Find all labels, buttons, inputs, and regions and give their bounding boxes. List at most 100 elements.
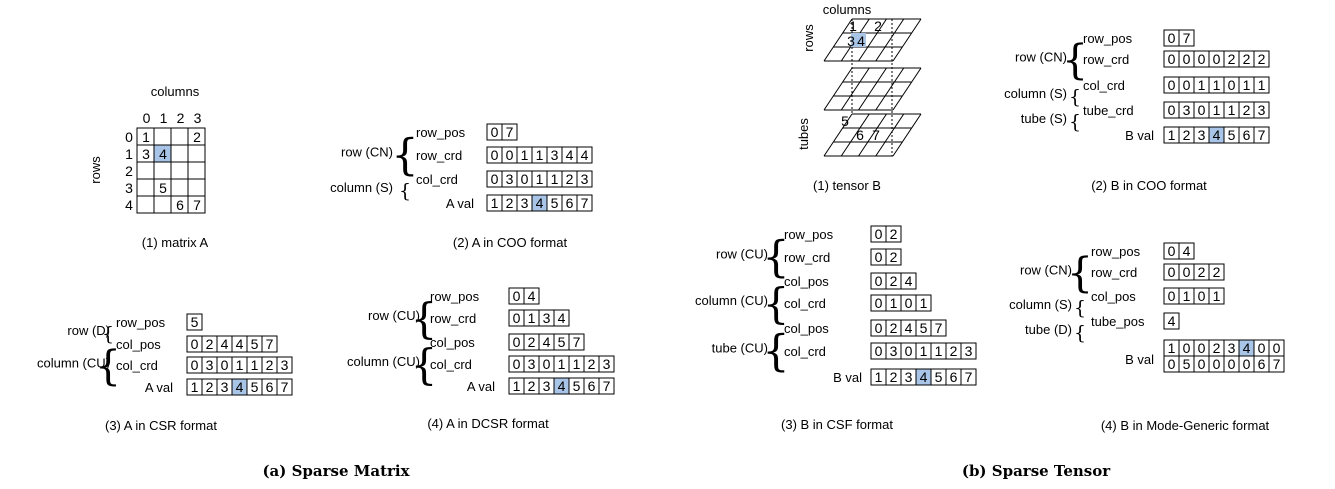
fmt-b-mg-array-value: 0: [1183, 264, 1191, 280]
fmt-b-csf-brace-icon: {: [762, 233, 789, 283]
fmt-a-dcsr-array-value: 1: [528, 310, 536, 326]
fmt-b-csf-array-label: col_pos: [784, 321, 829, 336]
fmt-b-csf-array-cell: [930, 319, 947, 337]
fmt-b-mg-array-value: 0: [1168, 243, 1176, 259]
fmt-b-coo-array-value: 1: [1198, 77, 1206, 93]
fmt-b-coo-level-name: row (CN): [1015, 50, 1067, 65]
fmt-b-csf-array-value: 7: [935, 320, 943, 336]
fmt-b-mg-array-cell: [1208, 287, 1225, 305]
fmt-a-dcsr-array-value: 4: [558, 310, 566, 326]
matrix-value: 5: [159, 180, 167, 196]
fmt-b-csf-array-value: 4: [905, 320, 913, 336]
fmt-a-dcsr-array-value: 3: [528, 356, 536, 372]
fmt-a-coo-val-value: 5: [551, 195, 559, 211]
matrix-col-index: 2: [177, 110, 185, 126]
tensor-bottom-slice-col-line: [823, 113, 853, 157]
fmt-b-mg-level-name: row (CN): [1020, 263, 1072, 278]
fmt-b-csf-array-label: col_pos: [784, 274, 829, 289]
fmt-b-csf-array-value: 3: [965, 343, 973, 359]
fmt-a-dcsr-array-cell: [553, 309, 570, 327]
matrix-cell: [153, 127, 172, 146]
fmt-b-csf-level-name: row (CU): [716, 247, 768, 262]
matrix-cell: [170, 127, 189, 146]
matrix-row-index: 2: [125, 163, 133, 179]
fmt-b-csf-val-value: 3: [905, 369, 913, 385]
fmt-a-dcsr-array-label: col_pos: [430, 335, 475, 350]
fmt-b-csf-level-name: tube (CU): [712, 341, 768, 356]
matrix-row-index: 1: [125, 146, 133, 162]
fmt-b-csf-array-label: col_crd: [784, 344, 826, 359]
fmt-b-csf-array-cell: [915, 294, 932, 312]
fmt-b-csf-array-value: 0: [875, 273, 883, 289]
fmt-a-csr-val-label: A val: [145, 380, 173, 395]
fmt-a-coo-brace-icon: {: [391, 131, 418, 181]
matrix-value: 3: [142, 146, 150, 162]
fmt-a-coo-level-name: column (S): [330, 180, 393, 195]
matrix-col-index: 1: [160, 110, 168, 126]
fmt-b-csf-array-value: 0: [905, 343, 913, 359]
fmt-b-csf-array-value: 0: [875, 295, 883, 311]
fmt-a-csr-array-value: 1: [236, 357, 244, 373]
fmt-b-coo-array-value: 2: [1243, 102, 1251, 118]
fmt-b-coo-array-value: 0: [1168, 102, 1176, 118]
matrix-value: 4: [159, 146, 167, 162]
fmt-a-dcsr-array-value: 4: [543, 334, 551, 350]
fmt-b-coo-array-value: 3: [1258, 102, 1266, 118]
fmt-b-coo-array-cell: [1253, 50, 1270, 68]
fmt-b-coo-val-value: 1: [1168, 127, 1176, 143]
fmt-a-csr-array-label: row_pos: [116, 315, 166, 330]
fmt-a-coo-array-value: 1: [536, 171, 544, 187]
fmt-b-csf-array-value: 0: [905, 295, 913, 311]
fmt-a-dcsr-array-value: 1: [573, 356, 581, 372]
fmt-a-coo-array-value: 0: [491, 147, 499, 163]
fmt-a-dcsr-array-value: 0: [513, 334, 521, 350]
fmt-b-mg-val-row-value: 0: [1198, 356, 1206, 372]
fmt-a-dcsr-array-value: 0: [543, 356, 551, 372]
fmt-b-coo-array-value: 2: [1228, 51, 1236, 67]
fmt-a-dcsr-array-value: 0: [513, 288, 521, 304]
fmt-b-mg-array-label: tube_pos: [1091, 314, 1145, 329]
fmt-a-csr-val-value: 6: [266, 379, 274, 395]
fmt-b-csf-val-value: 5: [935, 369, 943, 385]
fmt-a-dcsr-val-value: 6: [588, 378, 596, 394]
fmt-b-mg-val-row-value: 4: [1243, 340, 1251, 356]
fmt-a-csr-array-value: 5: [191, 314, 199, 330]
matrix-cell: [153, 195, 172, 214]
matrix-col-index: 0: [143, 110, 151, 126]
fmt-b-csf-array-value: 1: [890, 295, 898, 311]
fmt-a-csr-array-cell: [261, 335, 278, 353]
fmt-a-coo-val-value: 1: [491, 195, 499, 211]
fmt-b-mg-val-row-value: 0: [1258, 340, 1266, 356]
fmt-a-csr-level-name: row (D): [67, 323, 110, 338]
fmt-a-dcsr-level-name: column (CU): [347, 354, 420, 369]
fmt-b-coo-brace-icon: {: [1062, 36, 1088, 84]
fmt-a-coo-array-value: 2: [566, 171, 574, 187]
tensor-highlight-cell: [851, 33, 866, 47]
fmt-b-csf-brace-icon: {: [763, 279, 790, 328]
fmt-a-coo-brace-icon: {: [399, 180, 411, 202]
fmt-a-dcsr-val-value: 5: [573, 378, 581, 394]
matrix-cell: [187, 161, 206, 180]
fmt-a-csr-array-value: 0: [191, 336, 199, 352]
fmt-b-mg-val-row-value: 0: [1168, 356, 1176, 372]
tensor-tubes-label: tubes: [796, 118, 811, 150]
fmt-b-csf-array-cell: [885, 225, 902, 243]
fmt-b-csf-val-label: B val: [833, 370, 862, 385]
fmt-b-csf-val-cell: [960, 368, 977, 386]
fmt-a-coo-val-value: 7: [581, 195, 589, 211]
fmt-b-coo-array-label: col_crd: [1083, 78, 1125, 93]
fmt-b-mg-val-row-value: 0: [1213, 356, 1221, 372]
fmt-a-csr-val-value: 4: [236, 379, 244, 395]
fmt-b-mg-val-row-value: 7: [1273, 356, 1281, 372]
fmt-b-csf-array-value: 0: [875, 226, 883, 242]
fmt-a-dcsr-val-value: 2: [528, 378, 536, 394]
matrix-col-index: 3: [194, 110, 202, 126]
matrix-cell: [187, 144, 206, 163]
fmt-b-coo-val-value: 6: [1243, 127, 1251, 143]
fmt-b-coo-array-label: row_crd: [1083, 52, 1129, 67]
tensor-mid-slice-col-line: [892, 67, 922, 111]
fmt-a-coo-val-value: 4: [536, 195, 544, 211]
fmt-a-dcsr-array-value: 3: [603, 356, 611, 372]
